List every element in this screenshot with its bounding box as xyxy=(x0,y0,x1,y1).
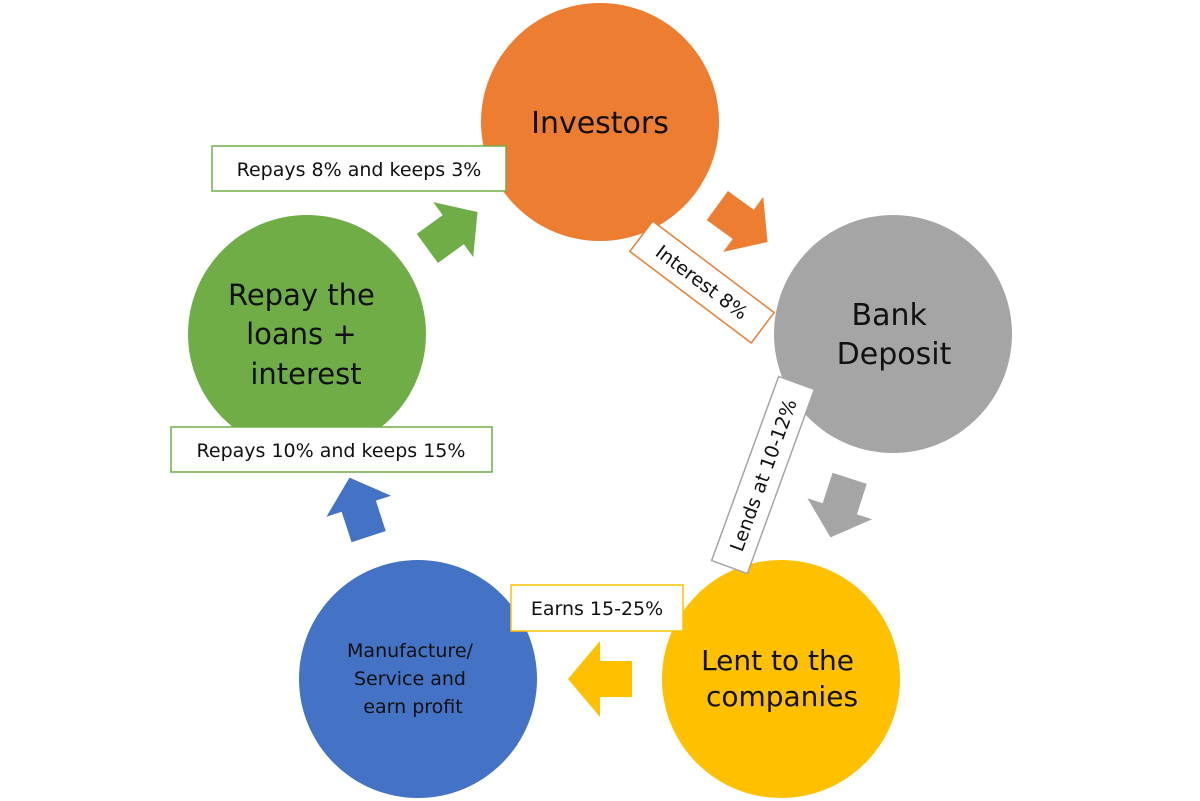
arrow-bank-to-lent-icon xyxy=(807,472,873,538)
interest-label-text: Interest 8% xyxy=(651,241,752,324)
manufacture-label: Manufacture/ Service and earn profit xyxy=(347,640,479,718)
lends-label-box: Lends at 10-12% xyxy=(710,375,816,575)
repays-10-label-text: Repays 10% and keeps 15% xyxy=(197,440,466,462)
repays-8-label-text: Repays 8% and keeps 3% xyxy=(237,159,482,181)
bank-deposit-circle xyxy=(774,215,1012,453)
repay-loans-circle xyxy=(188,215,426,453)
manufacture-circle xyxy=(299,560,537,798)
lent-to-companies-label: Lent to the companies xyxy=(701,644,863,713)
bank-deposit-label: Bank Deposit xyxy=(837,298,952,372)
arrow-investors-to-bank-icon xyxy=(706,190,768,252)
investors-label: Investors xyxy=(531,106,669,141)
arrow-manufacture-to-repay-icon xyxy=(326,477,392,543)
earns-label-box: Earns 15-25% xyxy=(510,584,684,632)
repays-8-label-box: Repays 8% and keeps 3% xyxy=(211,145,507,192)
repays-10-label-box: Repays 10% and keeps 15% xyxy=(170,426,493,473)
arrow-repay-to-investors-icon xyxy=(416,202,478,264)
investors-circle xyxy=(481,3,719,241)
arrow-lent-to-manufacture-icon xyxy=(568,641,632,717)
repay-loans-label: Repay the loans + interest xyxy=(228,278,384,391)
lent-to-companies-circle xyxy=(662,560,900,798)
earns-label-text: Earns 15-25% xyxy=(531,598,663,620)
